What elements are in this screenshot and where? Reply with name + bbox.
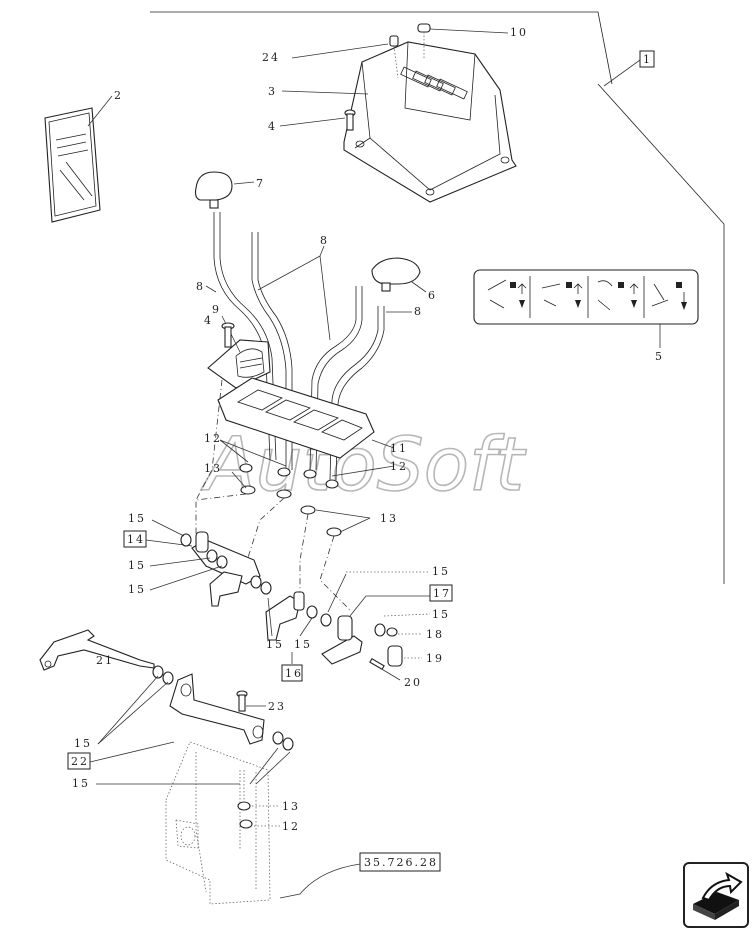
part-control-housing: [343, 41, 517, 203]
callout-15-e: 15: [294, 638, 312, 651]
callout-2: 2: [114, 89, 123, 102]
callout-4-lower: 4: [204, 314, 213, 327]
callout-15-i: 15: [72, 777, 90, 790]
part-washers-13: [240, 485, 342, 537]
part-bracket-17: [321, 615, 363, 665]
callout-8-left: 8: [196, 280, 205, 293]
part-cap-10: [417, 23, 431, 33]
callout-15-c: 15: [128, 583, 146, 596]
callout-8-mid: 8: [320, 234, 329, 247]
part-knob-6: [371, 257, 421, 292]
callout-4-top: 4: [268, 120, 277, 133]
part-washer-13-lower: [237, 801, 251, 811]
part-screw-23: [236, 690, 248, 712]
part-screw-4-top: [344, 109, 356, 131]
part-bracket-16: [265, 591, 305, 641]
callout-8-right: 8: [414, 305, 423, 318]
part-pivot-19: [387, 645, 403, 667]
callout-7: 7: [256, 177, 265, 190]
callout-13-left: 13: [204, 462, 222, 475]
part-nut-18: [386, 627, 398, 637]
decal-control-symbols: [487, 279, 687, 311]
navigation-button[interactable]: [683, 862, 749, 928]
callout-3: 3: [268, 85, 277, 98]
part-boot-9: [207, 339, 271, 389]
callout-12-lower: 12: [282, 820, 300, 833]
callout-24: 24: [262, 51, 280, 64]
callout-15-h: 15: [74, 737, 92, 750]
part-pin-20: [369, 658, 385, 670]
callout-23: 23: [268, 700, 286, 713]
callout-13-right: 13: [380, 512, 398, 525]
callout-22-box: 22: [71, 755, 89, 768]
assembly-centerlines: [195, 379, 351, 611]
callout-20: 20: [404, 676, 422, 689]
callout-15-g: 15: [432, 608, 450, 621]
part-cap-24: [389, 35, 399, 47]
part-rings-15: [152, 533, 386, 751]
support-structure-dotted: [165, 741, 271, 905]
callout-9: 9: [212, 303, 221, 316]
callout-1-box: 1: [643, 53, 652, 66]
callout-6: 6: [428, 289, 437, 302]
part-decal-5: [473, 269, 699, 325]
callout-19: 19: [426, 652, 444, 665]
part-bracket-22: [169, 673, 265, 745]
part-gate-plate-11: [217, 377, 375, 459]
callout-13-lower: 13: [282, 800, 300, 813]
callout-18: 18: [426, 628, 444, 641]
part-nut-12-lower: [239, 819, 253, 829]
callout-12-right: 12: [390, 460, 408, 473]
callout-11: 11: [390, 442, 408, 455]
part-nuts-12: [239, 463, 339, 489]
callout-5: 5: [655, 350, 664, 363]
part-manual-booklet: [44, 107, 101, 223]
part-lever-bracket-left: [209, 571, 243, 607]
callout-15-b: 15: [128, 559, 146, 572]
part-rod-21: [39, 629, 155, 671]
callout-15-d: 15: [266, 638, 284, 651]
callout-10: 10: [510, 26, 528, 39]
callout-15-a: 15: [128, 512, 146, 525]
navigation-arrow-icon: [693, 871, 743, 920]
reference-box-label: 35.726.28: [364, 856, 438, 869]
callout-12-left: 12: [204, 432, 222, 445]
part-knob-7: [194, 171, 233, 209]
part-screw-4-lower: [221, 322, 235, 348]
callout-15-f: 15: [432, 565, 450, 578]
assembly-frame-lines: [150, 11, 725, 584]
callout-16-box: 16: [285, 667, 303, 680]
callout-21: 21: [96, 654, 114, 667]
callout-14-box: 14: [127, 533, 145, 546]
callout-17-box: 17: [433, 587, 451, 600]
